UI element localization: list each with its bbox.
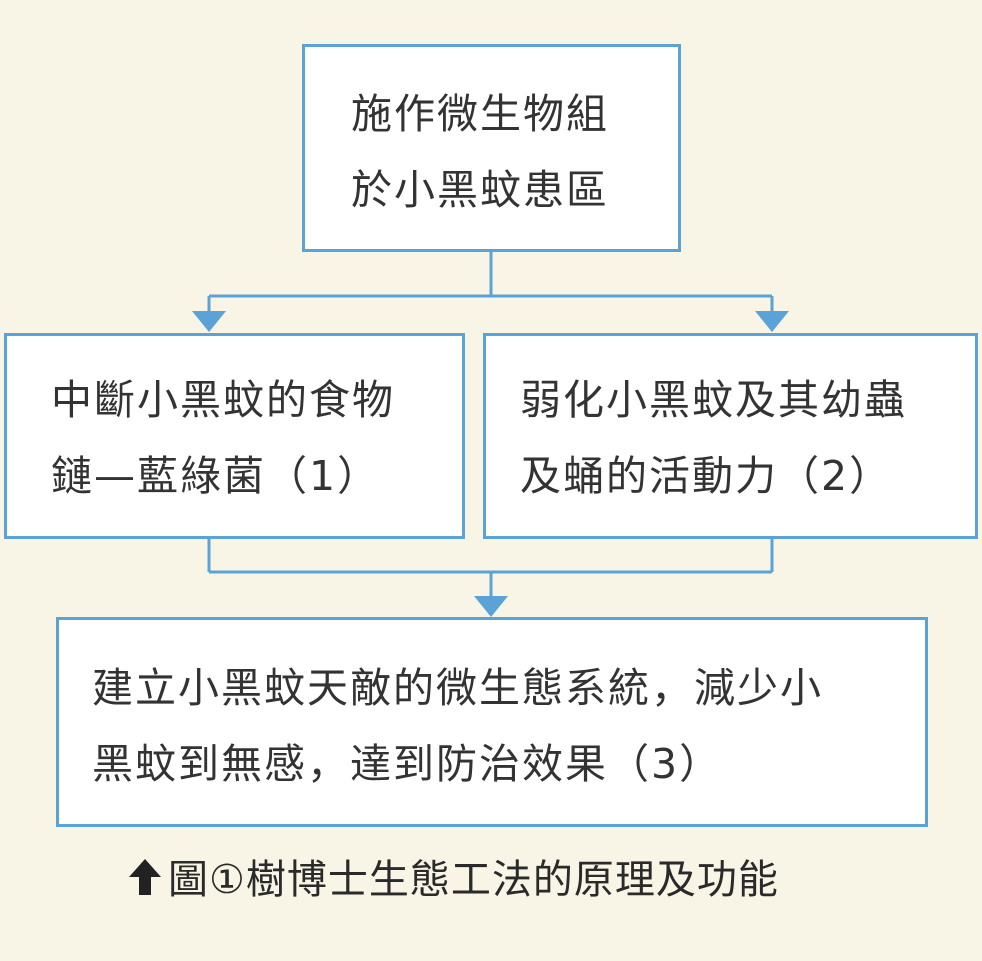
box-text-line: 弱化小黑蚊及其幼蟲 — [520, 376, 907, 424]
up-arrow-icon — [128, 852, 162, 916]
merge-connector — [207, 539, 774, 597]
box-text-line: 於小黑蚊患區 — [351, 166, 609, 214]
split-connector — [207, 252, 774, 312]
arrow-to-left-box — [192, 311, 226, 332]
effect-food-chain-box: 中斷小黑蚊的食物 鏈—藍綠菌（1） — [4, 333, 465, 539]
step-apply-microbiome-box: 施作微生物組 於小黑蚊患區 — [302, 44, 681, 252]
box-text-line: 鏈—藍綠菌（1） — [51, 452, 381, 500]
box-text-line: 中斷小黑蚊的食物 — [51, 376, 395, 424]
arrow-to-right-box — [755, 311, 789, 332]
effect-weaken-larvae-box: 弱化小黑蚊及其幼蟲 及蛹的活動力（2） — [483, 333, 978, 539]
box-text-line: 建立小黑蚊天敵的微生態系統，減少小 — [92, 664, 823, 712]
caption-text: 圖①樹博士生態工法的原理及功能 — [168, 857, 779, 903]
figure-caption: 圖①樹博士生態工法的原理及功能 — [128, 848, 779, 916]
result-micro-ecosystem-box: 建立小黑蚊天敵的微生態系統，減少小 黑蚊到無感，達到防治效果（3） — [56, 617, 928, 827]
arrow-to-bottom-box — [474, 596, 508, 617]
box-text-line: 黑蚊到無感，達到防治效果（3） — [92, 740, 723, 788]
box-text-line: 及蛹的活動力（2） — [520, 452, 893, 500]
box-text-line: 施作微生物組 — [351, 90, 609, 138]
